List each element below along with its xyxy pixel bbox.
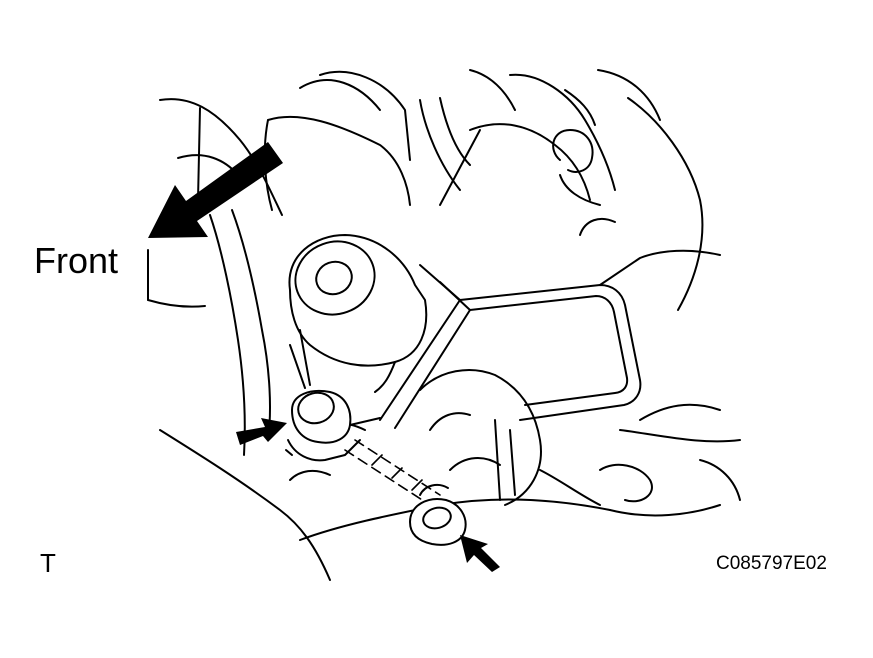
mount-cushion (288, 234, 428, 393)
pointer-arrow-icon (236, 418, 287, 445)
front-direction-arrow-icon (148, 142, 283, 238)
front-direction-label: Front (34, 240, 119, 281)
figure-code-label: C085797E02 (716, 553, 827, 574)
bolt-axis (344, 439, 441, 506)
upper-bolt (285, 390, 381, 462)
pointer-arrow-icon (460, 535, 500, 572)
mount-bracket (379, 249, 721, 429)
lower-nut (409, 483, 467, 546)
view-indicator-label: T (40, 548, 56, 578)
